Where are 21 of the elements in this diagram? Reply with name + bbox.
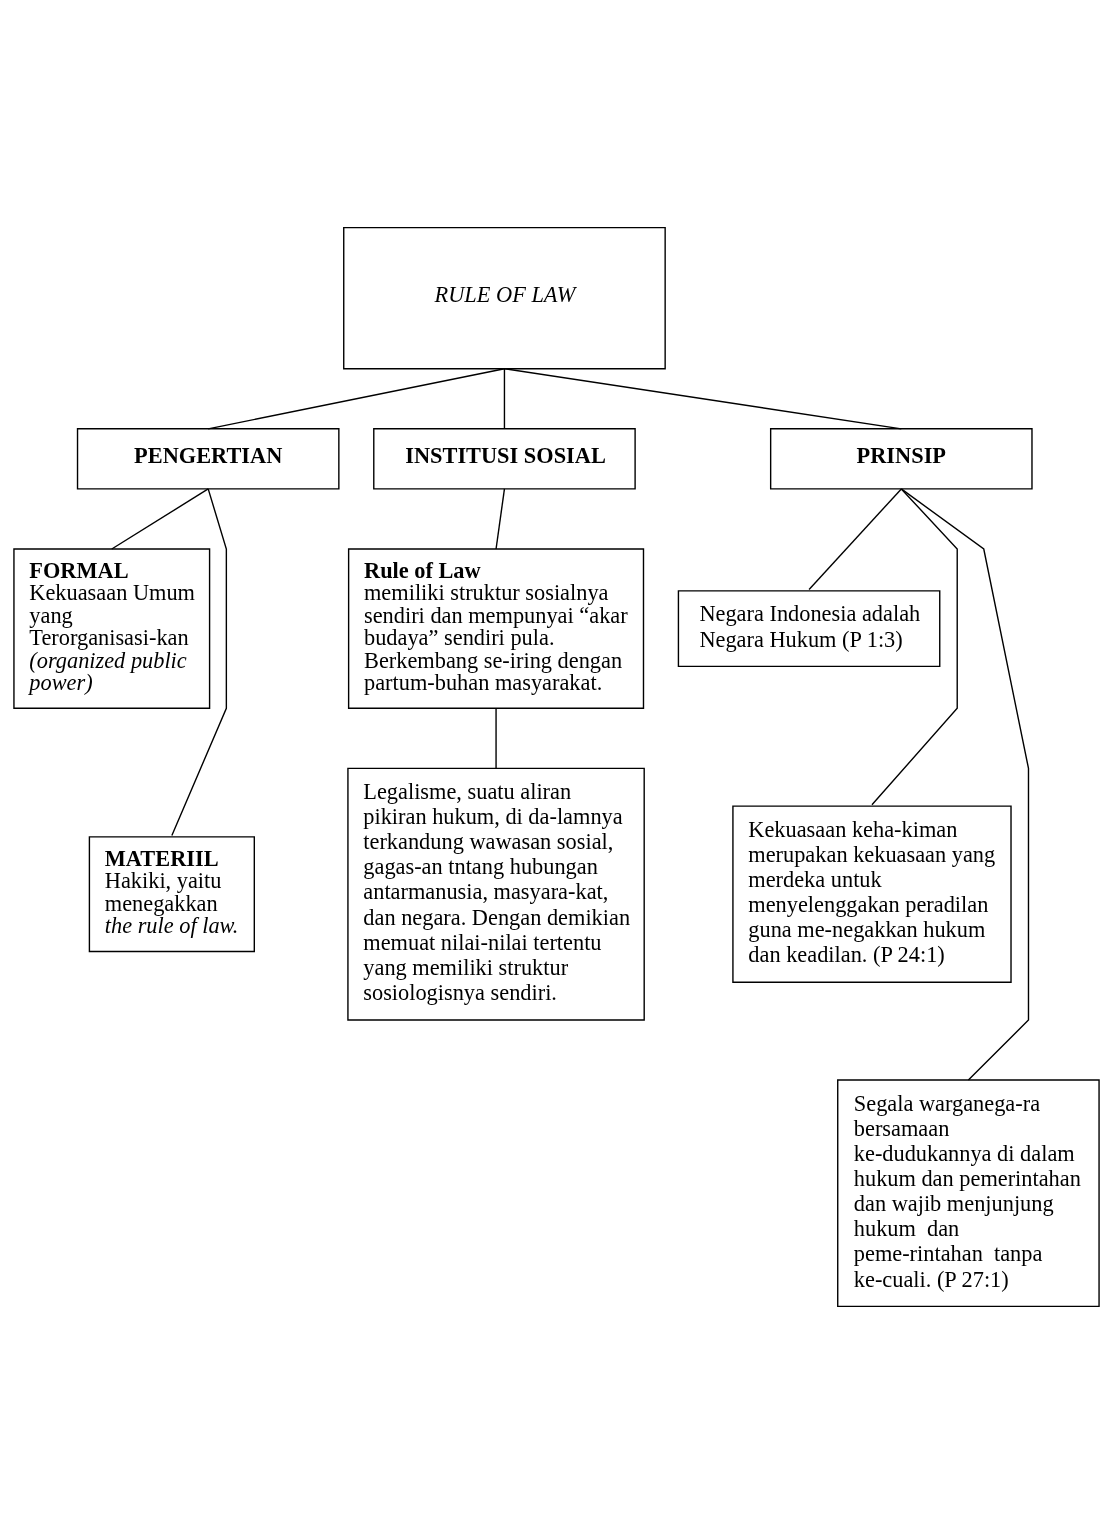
connector <box>207 368 506 430</box>
node-box: PRINSIP <box>769 428 1033 490</box>
connector <box>503 368 506 430</box>
node-box: Negara Indonesia adalah Negara Hukum (P 1:3) <box>677 590 941 668</box>
connector <box>871 488 958 806</box>
connector <box>171 488 228 837</box>
connector <box>495 707 497 770</box>
node-box: Segala warganega-ra bersamaan ke-dudukannya di dalam hukum dan pemerintahan dan wajib menjunjung hukum dan peme-rintahan tanpa ke-cuali. (P 27:1) <box>837 1079 1100 1308</box>
node-box: PENGERTIAN <box>76 428 340 490</box>
node-box: RULE OF LAW <box>343 226 666 370</box>
connector <box>808 488 903 591</box>
connector <box>111 488 209 550</box>
node-box: FORMAL Kekuasaan Umum yang Terorganisasi-kan (organized public power) <box>13 548 211 709</box>
node-box: Rule of Law memiliki struktur sosialnya sendiri dan mempunyai “akar budaya” sendiri pula. Berkembang se-iring dengan partum-buhan masyarakat. <box>347 548 645 709</box>
connector <box>503 368 903 430</box>
node-box: Kekuasaan keha-kiman merupakan kekuasaan yang merdeka untuk menyelenggakan peradilan guna me-negakkan hukum dan keadilan. (P 24:1) <box>732 805 1012 983</box>
connector <box>900 488 1030 1081</box>
node-box: MATERIIL Hakiki, yaitu menegakkan the rule of law. <box>88 836 255 953</box>
node-box: Legalisme, suatu aliran pikiran hukum, di da-lamnya terkandung wawasan sosial, gagas-an tntang hubungan antarmanusia, masyara-kat, dan negara. Dengan demikian memuat nilai-nilai tertentu yang memiliki struktur sosiologisnya sendiri. <box>347 767 645 1021</box>
node-box: INSTITUSI SOSIAL <box>373 428 636 490</box>
connector <box>495 488 506 550</box>
